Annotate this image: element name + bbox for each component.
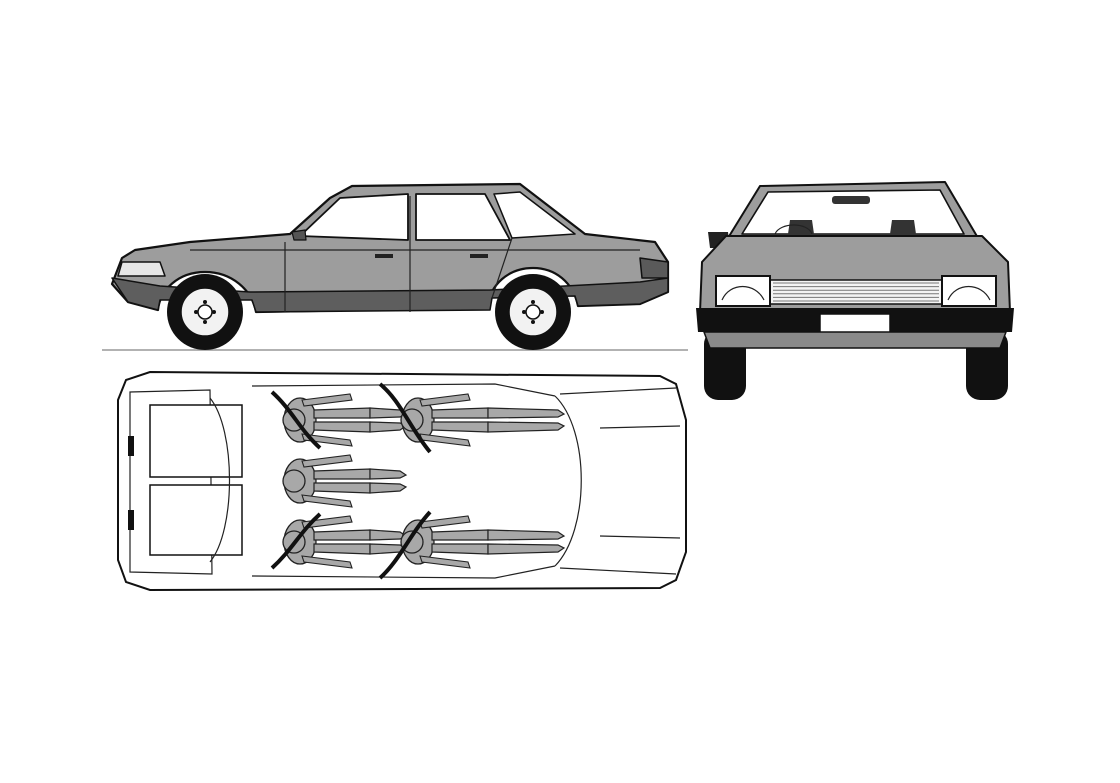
roof-line-top (251, 383, 556, 397)
top-view (117, 370, 687, 592)
side-taillamp (639, 257, 669, 279)
occupant-leg (431, 407, 489, 419)
bonnet-line-top (559, 387, 677, 395)
occupant-shin (369, 482, 408, 494)
taillamp-plan-top (128, 436, 134, 456)
occupant-leg (431, 421, 489, 433)
side-mirror (291, 229, 307, 241)
front-valance (703, 331, 1007, 349)
bonnet-line-bottom (559, 567, 677, 575)
seat-belt-front-bottom (378, 510, 432, 580)
grille (769, 279, 943, 305)
occupant-figure (282, 454, 408, 508)
occupant-figure (400, 393, 566, 447)
taillamp-plan-bottom (128, 510, 134, 530)
occupant-arm (301, 494, 353, 508)
occupant-shin (487, 543, 566, 555)
grille-bars (773, 282, 939, 302)
rear-wheel (495, 274, 571, 350)
headlamp-right-reflector (947, 286, 991, 301)
occupant-shin (487, 407, 566, 419)
rear-window-plan (209, 397, 231, 563)
occupant-arm (301, 393, 353, 407)
rear-quarter-glass (493, 191, 576, 239)
occupant-shin (487, 529, 566, 541)
occupant-leg (431, 543, 489, 555)
occupant-leg (313, 543, 371, 555)
front-view (696, 181, 1014, 400)
windscreen-plan (554, 395, 582, 567)
seat-silhouette-right (890, 220, 916, 234)
door-handle-rear (470, 254, 488, 258)
seat-belt-rear-bottom (270, 512, 322, 570)
steering-wheel (774, 224, 813, 235)
door-seam-rear (491, 237, 513, 299)
occupant-arm (301, 433, 353, 447)
rear-view-mirror (832, 196, 870, 204)
occupant-shin (487, 421, 566, 433)
occupant-leg (313, 468, 371, 480)
occupants (282, 393, 566, 569)
headlamp-left (715, 275, 771, 307)
occupant-arm (419, 555, 471, 569)
occupant-arm (301, 515, 353, 529)
occupant-arm (419, 393, 471, 407)
occupant-arm (301, 555, 353, 569)
front-wheel (167, 274, 243, 350)
bonnet-centre (599, 425, 681, 539)
occupant-leg (313, 482, 371, 494)
occupant-figure (400, 515, 566, 569)
occupant-leg (313, 529, 371, 541)
rear-window (415, 193, 511, 241)
seat-belt-front-top (378, 382, 432, 454)
seat-belt-rear-top (270, 390, 322, 450)
headlamp-right (941, 275, 997, 307)
occupant-figure (282, 393, 408, 447)
occupant-leg (313, 407, 371, 419)
rear-seat-cushion-left (149, 404, 243, 478)
occupant-shin (369, 468, 408, 480)
roof-line-bottom (251, 565, 556, 579)
occupant-arm (301, 454, 353, 468)
side-headlamp (117, 261, 166, 277)
seat-silhouette-left (788, 220, 814, 234)
occupant-head (282, 469, 306, 493)
front-window (299, 193, 409, 241)
rear-seat-cushion-right (149, 484, 243, 556)
side-rub-strip (111, 277, 669, 313)
side-view (102, 182, 688, 351)
occupant-leg (313, 421, 371, 433)
occupant-leg (431, 529, 489, 541)
door-handle-front (375, 254, 393, 258)
headlamp-left-reflector (721, 286, 765, 301)
